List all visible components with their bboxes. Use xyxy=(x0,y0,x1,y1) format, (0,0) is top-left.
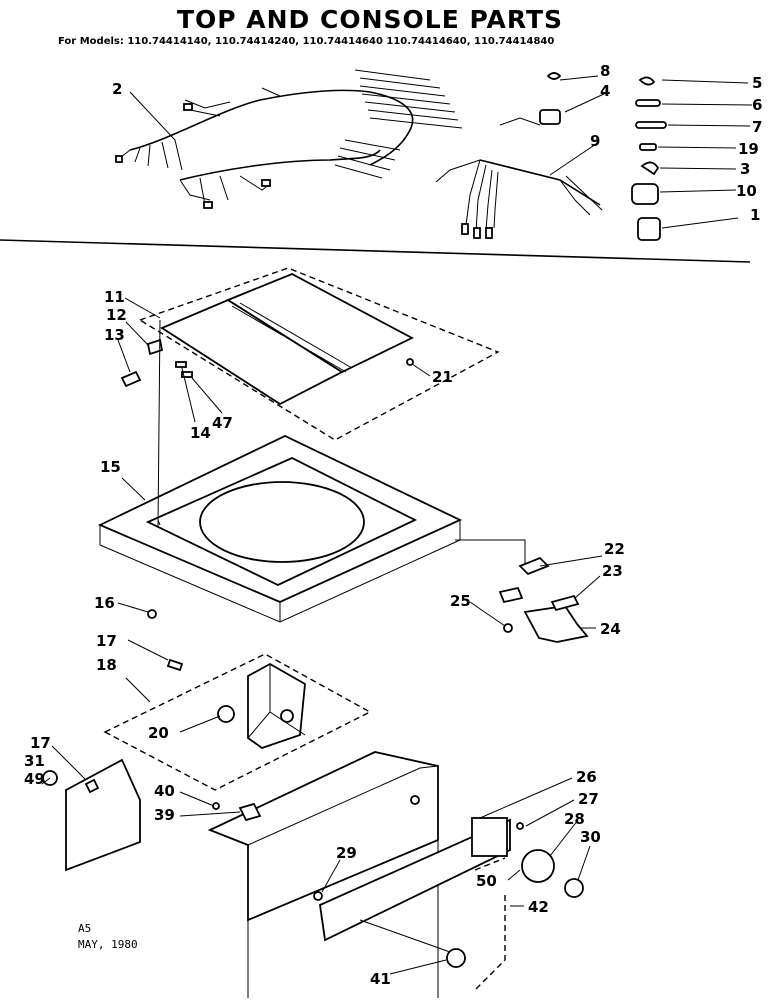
part-30-icon xyxy=(564,878,584,898)
callout-19: 19 xyxy=(738,140,759,158)
section-divider xyxy=(0,239,751,263)
callout-22: 22 xyxy=(604,540,625,558)
callout-9: 9 xyxy=(590,132,600,150)
lid-assembly xyxy=(120,267,500,441)
lid-switch-parts xyxy=(455,539,589,643)
callout-47: 47 xyxy=(212,414,233,432)
callout-18: 18 xyxy=(96,656,117,674)
callout-25: 25 xyxy=(450,592,471,610)
part-16-icon xyxy=(147,609,157,619)
callout-13: 13 xyxy=(104,326,125,344)
callout-12: 12 xyxy=(106,306,127,324)
callout-29: 29 xyxy=(336,844,357,862)
part-8-icon xyxy=(546,72,562,80)
part-20-icon xyxy=(217,705,235,723)
callout-39: 39 xyxy=(154,806,175,824)
part-19-icon xyxy=(639,143,657,151)
callout-2: 2 xyxy=(112,80,122,98)
callout-20: 20 xyxy=(148,724,169,742)
part-12-icon xyxy=(146,338,164,356)
part-3-icon xyxy=(640,161,660,176)
wire-harness-main xyxy=(115,69,463,209)
callout-50: 50 xyxy=(476,872,497,890)
part-5-icon xyxy=(638,76,656,86)
stamp-date: MAY, 1980 xyxy=(78,938,138,951)
part-1-icon xyxy=(637,217,661,241)
part-29-icon xyxy=(313,891,323,901)
part-41-icon xyxy=(446,948,466,968)
callout-11: 11 xyxy=(104,288,125,306)
callout-16: 16 xyxy=(94,594,115,612)
callout-49: 49 xyxy=(24,770,45,788)
callout-5: 5 xyxy=(752,74,762,92)
callout-6: 6 xyxy=(752,96,762,114)
console-cabinet xyxy=(42,751,584,998)
part-23-icon xyxy=(498,586,524,604)
callout-3: 3 xyxy=(740,160,750,178)
callout-30: 30 xyxy=(580,828,601,846)
part-17-icon xyxy=(166,658,184,672)
callout-26: 26 xyxy=(576,768,597,786)
callout-31: 31 xyxy=(24,752,45,770)
callout-15: 15 xyxy=(100,458,121,476)
part-39-icon xyxy=(238,802,262,822)
part-31-icon xyxy=(65,758,141,872)
callout-41: 41 xyxy=(370,970,391,988)
callout-1: 1 xyxy=(750,206,760,224)
leader-lines xyxy=(41,75,753,975)
page-title: TOP AND CONSOLE PARTS xyxy=(177,5,563,34)
callout-42: 42 xyxy=(528,898,549,916)
timer-icon xyxy=(247,662,306,750)
washer-top-15 xyxy=(97,319,463,623)
part-28-icon xyxy=(521,849,555,883)
callout-24: 24 xyxy=(600,620,621,638)
callout-40: 40 xyxy=(154,782,175,800)
callout-labels: 2 8 4 9 5 6 7 19 3 10 1 11 12 13 14 47 2… xyxy=(24,62,762,988)
callout-7: 7 xyxy=(752,118,762,136)
part-14-icon xyxy=(175,361,187,368)
callout-21: 21 xyxy=(432,368,453,386)
wire-harness-9 xyxy=(435,117,603,239)
part-22-icon xyxy=(518,556,550,576)
small-parts-top xyxy=(539,72,667,241)
models-line: For Models: 110.74414140, 110.74414240, … xyxy=(58,36,554,47)
callout-14: 14 xyxy=(190,424,211,442)
callout-17-bottom: 17 xyxy=(30,734,51,752)
timer-assembly xyxy=(103,653,372,791)
part-24-icon xyxy=(523,605,589,643)
stamp-code: A5 xyxy=(78,922,91,935)
part-7-icon xyxy=(635,121,667,129)
callout-23: 23 xyxy=(602,562,623,580)
callout-10: 10 xyxy=(736,182,757,200)
part-47-icon xyxy=(181,371,193,378)
callout-8: 8 xyxy=(600,62,610,80)
part-26-icon xyxy=(471,817,508,857)
callout-17-top: 17 xyxy=(96,632,117,650)
part-21-icon xyxy=(406,358,414,366)
part-27-icon xyxy=(516,822,524,830)
callout-28: 28 xyxy=(564,810,585,828)
part-25-icon xyxy=(503,623,513,633)
part-13-icon xyxy=(120,370,142,388)
part-6-icon xyxy=(635,99,661,107)
part-10-icon xyxy=(631,183,659,205)
console-panel xyxy=(319,818,511,942)
part-4-icon xyxy=(539,109,561,125)
callout-4: 4 xyxy=(600,82,610,100)
callout-27: 27 xyxy=(578,790,599,808)
